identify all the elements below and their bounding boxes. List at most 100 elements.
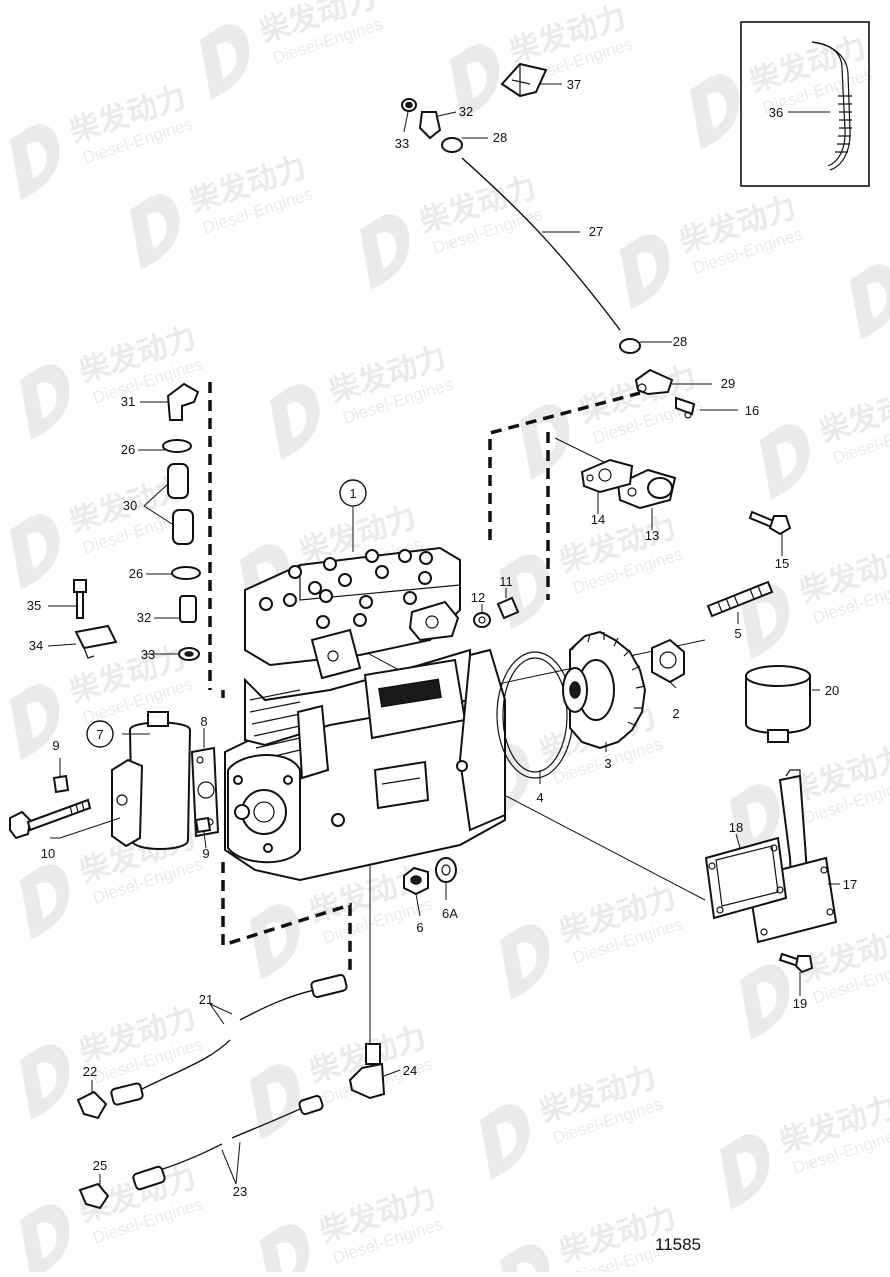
watermark-logo-icon — [20, 364, 70, 440]
part-15-bolt — [748, 510, 792, 536]
part-18-gasket — [704, 836, 788, 920]
part-27-hose — [461, 157, 621, 331]
part-33-washer-lower — [178, 647, 200, 661]
part-14-gasket — [580, 458, 634, 494]
part-36-clamp-band — [811, 41, 852, 171]
watermark-logo-icon — [480, 1104, 530, 1180]
callout-18: 18 — [729, 820, 743, 835]
watermark-logo-icon — [20, 1044, 70, 1120]
part-34-bracket — [74, 624, 118, 659]
part-5-stud — [706, 580, 774, 618]
watermark-logo-icon — [10, 514, 60, 590]
part-manifold-block — [111, 758, 144, 848]
callout-1: 1 — [349, 486, 356, 501]
part-31-elbow — [166, 382, 200, 421]
callout-33-lower: 33 — [141, 647, 155, 662]
callout-26-lower: 26 — [129, 566, 143, 581]
callout-33-upper: 33 — [395, 136, 409, 151]
part-16-fitting — [675, 396, 696, 419]
watermark-logo-icon — [690, 74, 740, 150]
watermark-logo-icon — [500, 924, 550, 1000]
callout-8: 8 — [200, 714, 207, 729]
callout-26-upper: 26 — [121, 442, 135, 457]
part-19-bolt — [778, 952, 814, 974]
callout-10: 10 — [41, 846, 55, 861]
watermark-logo-icon — [850, 264, 890, 340]
callout-circle-1 — [339, 479, 367, 507]
callout-11: 11 — [499, 574, 513, 589]
callout-25: 25 — [93, 1158, 107, 1173]
callout-3: 3 — [604, 756, 611, 771]
watermark-logo-icon — [20, 1204, 70, 1277]
callout-14: 14 — [591, 512, 605, 527]
callout-7: 7 — [96, 727, 103, 742]
part-37-bracket — [500, 62, 548, 98]
document-number: 11585 — [655, 1235, 701, 1254]
callout-20: 20 — [825, 683, 839, 698]
part-21-hose — [110, 973, 348, 1106]
part-12-washer — [473, 612, 491, 628]
watermark-logo-icon — [250, 904, 300, 980]
part-23-hose — [132, 1094, 324, 1191]
part-2-nut — [651, 638, 685, 684]
callout-28-lower: 28 — [673, 334, 687, 349]
part-3-gear — [562, 630, 647, 750]
callout-34: 34 — [29, 638, 43, 653]
part-35-bolt — [73, 579, 87, 619]
callout-32-lower: 32 — [137, 610, 151, 625]
callout-35: 35 — [27, 598, 41, 613]
watermark-logo-icon — [760, 424, 810, 500]
callout-9-lower: 9 — [202, 846, 209, 861]
watermark-logo-icon — [500, 554, 550, 630]
compressor-body — [224, 546, 506, 882]
callout-5: 5 — [734, 626, 741, 641]
head-bolts — [259, 549, 433, 629]
callout-31: 31 — [121, 394, 135, 409]
callout-2: 2 — [672, 706, 679, 721]
watermark-logo-icon — [130, 194, 180, 270]
assembly-dash-lines — [208, 382, 641, 975]
part-26-clamp-lower — [171, 566, 201, 580]
part-9-plug-upper — [52, 774, 70, 794]
part-32-fitting-upper — [418, 111, 442, 140]
part-28-clamp-upper — [441, 137, 463, 153]
watermark-logo-icon — [500, 1244, 550, 1277]
callout-4: 4 — [536, 790, 543, 805]
part-4-gasket-ring — [496, 651, 574, 779]
callout-12: 12 — [471, 590, 485, 605]
watermark-logo-icon — [10, 684, 60, 760]
callout-circle-7 — [86, 720, 114, 748]
callout-6a: 6A — [442, 906, 458, 921]
callout-36: 36 — [769, 105, 783, 120]
part-9-plug-lower — [194, 816, 212, 834]
callout-labels: 1 2 3 4 5 6 6A 7 8 9 9 10 11 12 13 14 15… — [27, 77, 857, 1199]
part-20-cylinder-cover — [745, 665, 811, 743]
watermark-logo-icon — [250, 1064, 300, 1140]
watermark-logo-icon — [20, 864, 70, 940]
callout-19: 19 — [793, 996, 807, 1011]
inset-box — [740, 21, 870, 187]
part-10-bolt — [9, 798, 92, 840]
watermark-logo-icon — [360, 214, 410, 290]
watermark-logo-icon — [270, 384, 320, 460]
callout-leaders — [47, 83, 840, 1186]
callout-22: 22 — [83, 1064, 97, 1079]
watermark-logo-icon — [620, 234, 670, 310]
callout-23: 23 — [233, 1184, 247, 1199]
callout-28-upper: 28 — [493, 130, 507, 145]
